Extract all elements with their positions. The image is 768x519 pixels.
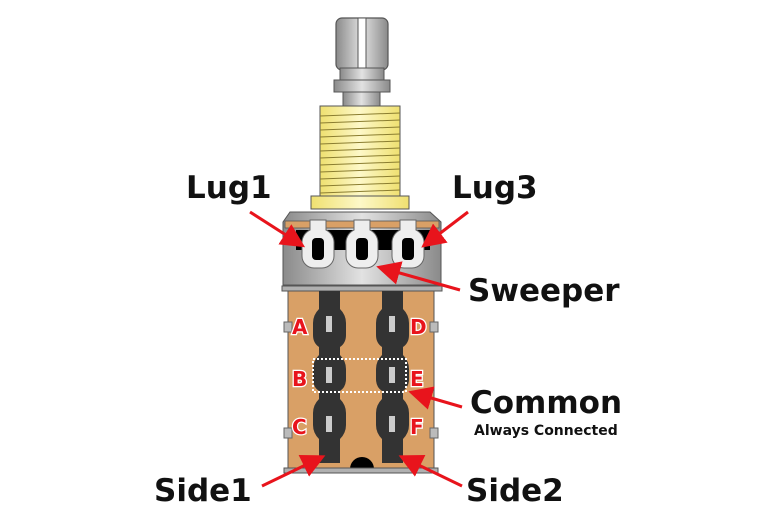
- thread-line: [319, 154, 401, 159]
- arrow-lug3: [421, 210, 469, 248]
- arrow-lug1: [249, 210, 306, 248]
- thread-line: [319, 126, 401, 131]
- pin-f: F: [410, 415, 424, 439]
- thread-line: [319, 189, 401, 194]
- pin-c: C: [292, 415, 307, 439]
- label-side2: Side2: [466, 473, 564, 509]
- thread-line: [319, 133, 401, 138]
- pin-e: E: [410, 367, 424, 391]
- shaft: [333, 17, 391, 107]
- thread-line: [319, 112, 401, 117]
- thread-line: [319, 168, 401, 173]
- label-lug3: Lug3: [452, 170, 538, 206]
- lugs: [301, 219, 425, 269]
- common-highlight-box: [312, 358, 407, 393]
- arrow-common: [408, 386, 463, 410]
- thread-line: [319, 119, 401, 124]
- pin-a: A: [292, 315, 308, 339]
- arrow-side1: [261, 455, 326, 488]
- label-common-note: Always Connected: [474, 423, 618, 439]
- thread-line: [319, 161, 401, 166]
- label-sweeper: Sweeper: [468, 273, 620, 309]
- label-common: Common: [470, 385, 622, 421]
- switch-body: [283, 290, 439, 474]
- pin-b: B: [292, 367, 307, 391]
- lug-2-sweeper: [345, 219, 379, 269]
- thread-line: [319, 140, 401, 145]
- lug-3: [391, 219, 425, 269]
- thread-line: [319, 147, 401, 152]
- thread-line: [319, 182, 401, 187]
- arrow-sweeper: [376, 261, 461, 292]
- pin-d: D: [410, 315, 427, 339]
- label-lug1: Lug1: [186, 170, 272, 206]
- threaded-bushing: [310, 105, 410, 210]
- thread-line: [319, 175, 401, 180]
- arrows: [249, 210, 469, 488]
- arrow-side2: [398, 455, 463, 488]
- label-side1: Side1: [154, 473, 252, 509]
